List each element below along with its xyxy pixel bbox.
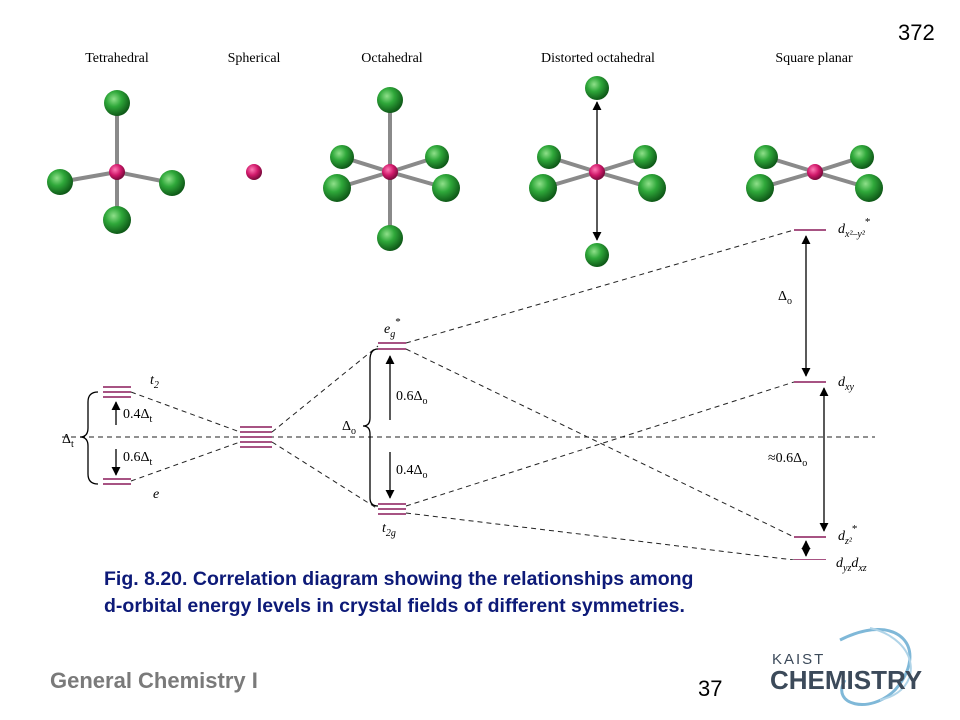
page-number-top: 372 [898, 20, 935, 45]
label-sq-delta: Δo [778, 289, 792, 307]
course-title: General Chemistry I [50, 668, 258, 693]
metal-atom [589, 164, 605, 180]
label-oct-upper: 0.6Δo [396, 389, 428, 407]
label-t2: t2 [150, 373, 159, 391]
label-square-planar: Square planar [775, 51, 853, 66]
ligand-atom [104, 90, 130, 116]
ligand-atom [633, 145, 657, 169]
energy-levels [103, 229, 826, 561]
ligand-atom [377, 87, 403, 113]
label-delta-o: Δo [342, 419, 356, 437]
label-dx2y2: dx²–y²* [838, 216, 870, 240]
page-number-bottom: 37 [698, 676, 723, 701]
delta-t-brace [79, 391, 99, 485]
caption-line-1: Fig. 8.20. Correlation diagram showing t… [104, 568, 694, 590]
caption-line-2: d-orbital energy levels in crystal field… [104, 595, 685, 617]
label-dz2: dz²* [838, 523, 857, 547]
label-sq-approx: ≈0.6Δo [768, 451, 807, 469]
label-tet-lower: 0.6Δt [123, 450, 153, 468]
ligand-atom [746, 174, 774, 202]
ligand-atom [638, 174, 666, 202]
kaist-chemistry-logo: KAIST CHEMISTRY [770, 627, 922, 706]
tetrahedral-molecule [59, 103, 173, 218]
ligand-atom [537, 145, 561, 169]
ligand-atom [323, 174, 351, 202]
caption-backdrop [96, 560, 876, 626]
metal-atom [382, 164, 398, 180]
label-dyz-dxz: dyzdxz [836, 556, 867, 574]
ligand-atom [754, 145, 778, 169]
label-e: e [153, 487, 159, 502]
label-t2g: t2g [382, 521, 396, 539]
ligand-atom [47, 169, 73, 195]
ligand-atom [330, 145, 354, 169]
correlation-lines [62, 229, 875, 561]
label-octahedral: Octahedral [361, 51, 423, 66]
metal-atom-spherical [246, 164, 262, 180]
figure-caption: Fig. 8.20. Correlation diagram showing t… [104, 566, 864, 620]
ligand-atom [432, 174, 460, 202]
label-eg: eg* [384, 316, 401, 340]
ligand-atom [425, 145, 449, 169]
ligand-atom [377, 225, 403, 251]
logo-chemistry-text: CHEMISTRY [770, 665, 922, 695]
delta-o-brace [362, 348, 379, 507]
ligand-atom [529, 174, 557, 202]
logo-kaist-text: KAIST [772, 651, 825, 668]
ligand-atom [159, 170, 185, 196]
label-spherical: Spherical [228, 51, 281, 66]
ligand-atom [585, 243, 609, 267]
metal-atom [109, 164, 125, 180]
ligand-atom [585, 76, 609, 100]
label-tetrahedral: Tetrahedral [85, 51, 149, 66]
label-delta-t: Δt [62, 432, 74, 450]
label-tet-upper: 0.4Δt [123, 407, 153, 425]
metal-atom [807, 164, 823, 180]
ligand-atom [103, 206, 131, 234]
label-dxy: dxy [838, 375, 854, 393]
label-distorted-octahedral: Distorted octahedral [541, 51, 655, 66]
ligand-atom [855, 174, 883, 202]
label-oct-lower: 0.4Δo [396, 463, 428, 481]
ligand-atom [850, 145, 874, 169]
